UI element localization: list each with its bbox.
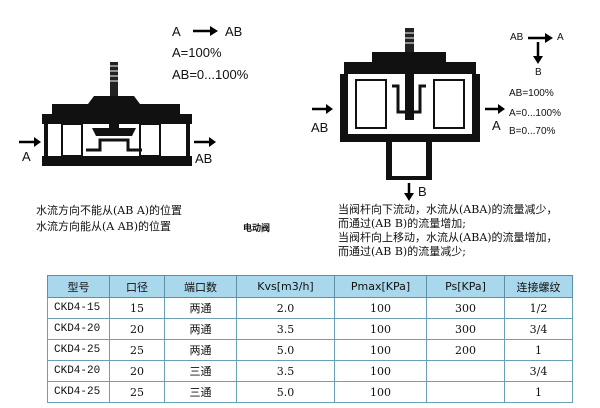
- center-label: 电动阀: [243, 224, 271, 234]
- flow-down-arrow-icon: [533, 42, 543, 64]
- note-line-1: 水流方向不能从(AB A)的位置: [36, 204, 183, 217]
- ratio-ab-label: AB=0...100%: [172, 67, 249, 82]
- flow-from-label: A: [172, 24, 181, 39]
- cell-ps: 300: [426, 318, 505, 340]
- port-ab-label: AB: [195, 151, 213, 166]
- header-size: 口径: [109, 275, 165, 298]
- cell-model: CKD4-20: [47, 318, 110, 340]
- cell-ports: 两通: [164, 297, 237, 319]
- desc-line-2: 而通过(AB B)的流量增加;: [338, 217, 466, 230]
- cell-kvs: 3.5: [236, 360, 335, 382]
- cell-kvs: 3.5: [236, 318, 335, 340]
- cell-ps: 300: [426, 297, 505, 319]
- flow-b-label: B: [535, 67, 542, 78]
- header-pmax: Pmax[KPa]: [334, 275, 427, 298]
- table-header-row: 型号 口径 端口数 Kvs[m3/h] Pmax[KPa] Ps[KPa] 连接…: [47, 275, 573, 298]
- right-ratio-b: B=0...70%: [509, 126, 556, 137]
- cell-model: CKD4-15: [47, 297, 110, 319]
- table-row: CKD4-25 25 两通 5.0 100 200 1: [47, 339, 573, 361]
- right-outlet-arrow-icon: [485, 104, 505, 114]
- table-row: CKD4-25 25 三通 5.0 100 1: [47, 381, 573, 403]
- right-inlet-arrow-icon: [312, 104, 333, 114]
- flow-arrow-icon: [193, 26, 218, 36]
- desc-line-4: 而通过(AB B)的流量减少;: [338, 245, 466, 258]
- cell-ports: 两通: [164, 318, 237, 340]
- cell-ps: 200: [426, 339, 505, 361]
- table-row: CKD4-20 20 两通 3.5 100 300 3/4: [47, 318, 573, 340]
- cell-model: CKD4-25: [47, 381, 110, 403]
- port-a-label: A: [22, 149, 31, 164]
- table-row: CKD4-20 20 三通 3.5 100 3/4: [47, 360, 573, 382]
- cell-ps: [426, 381, 505, 403]
- header-thread: 连接螺纹: [504, 275, 573, 298]
- flow-ab-arrow-icon: [528, 33, 553, 43]
- header-kvs: Kvs[m3/h]: [236, 275, 335, 298]
- right-port-b: B: [418, 184, 427, 199]
- header-ports: 端口数: [164, 275, 237, 298]
- spec-table: 型号 口径 端口数 Kvs[m3/h] Pmax[KPa] Ps[KPa] 连接…: [47, 275, 573, 403]
- bottom-outlet-arrow-icon: [404, 183, 414, 201]
- cell-thread: 1: [504, 339, 573, 361]
- right-port-ab: AB: [311, 120, 329, 135]
- cell-thread: 3/4: [504, 360, 573, 382]
- cell-pmax: 100: [334, 297, 427, 319]
- cell-model: CKD4-20: [47, 360, 110, 382]
- outlet-arrow-icon: [194, 137, 216, 147]
- valve-body: [42, 62, 192, 166]
- cell-pmax: 100: [334, 381, 427, 403]
- cell-kvs: 5.0: [236, 381, 335, 403]
- cell-thread: 1: [504, 381, 573, 403]
- flow-ab-label: AB: [510, 32, 524, 43]
- cell-size: 20: [109, 360, 165, 382]
- cell-ports: 两通: [164, 339, 237, 361]
- cell-thread: 1/2: [504, 297, 573, 319]
- header-ps: Ps[KPa]: [426, 275, 505, 298]
- cell-size: 20: [109, 318, 165, 340]
- cell-pmax: 100: [334, 339, 427, 361]
- desc-line-3: 当阀杆向上移动，水流从(ABA)的流量增加，: [338, 231, 558, 244]
- inlet-arrow-icon: [19, 137, 41, 147]
- desc-line-1: 当阀杆向下流动，水流从(ABA)的流量减少，: [338, 203, 558, 216]
- cell-pmax: 100: [334, 318, 427, 340]
- table-row: CKD4-15 15 两通 2.0 100 300 1/2: [47, 297, 573, 319]
- cell-pmax: 100: [334, 360, 427, 382]
- cell-ports: 三通: [164, 360, 237, 382]
- cell-kvs: 2.0: [236, 297, 335, 319]
- cell-size: 25: [109, 381, 165, 403]
- three-way-valve-body: [340, 28, 480, 180]
- cell-kvs: 5.0: [236, 339, 335, 361]
- cell-model: CKD4-25: [47, 339, 110, 361]
- note-line-2: 水流方向能从(A AB)的位置: [36, 220, 172, 233]
- right-ratio-a: A=0...100%: [509, 108, 561, 119]
- header-model: 型号: [47, 275, 110, 298]
- cell-thread: 3/4: [504, 318, 573, 340]
- flow-to-label: AB: [225, 24, 243, 39]
- ratio-a-label: A=100%: [172, 45, 222, 60]
- right-ratio-ab: AB=100%: [509, 88, 554, 99]
- cell-size: 15: [109, 297, 165, 319]
- flow-a-label: A: [557, 32, 564, 43]
- cell-size: 25: [109, 339, 165, 361]
- cell-ports: 三通: [164, 381, 237, 403]
- right-port-a: A: [492, 118, 501, 133]
- cell-ps: [426, 360, 505, 382]
